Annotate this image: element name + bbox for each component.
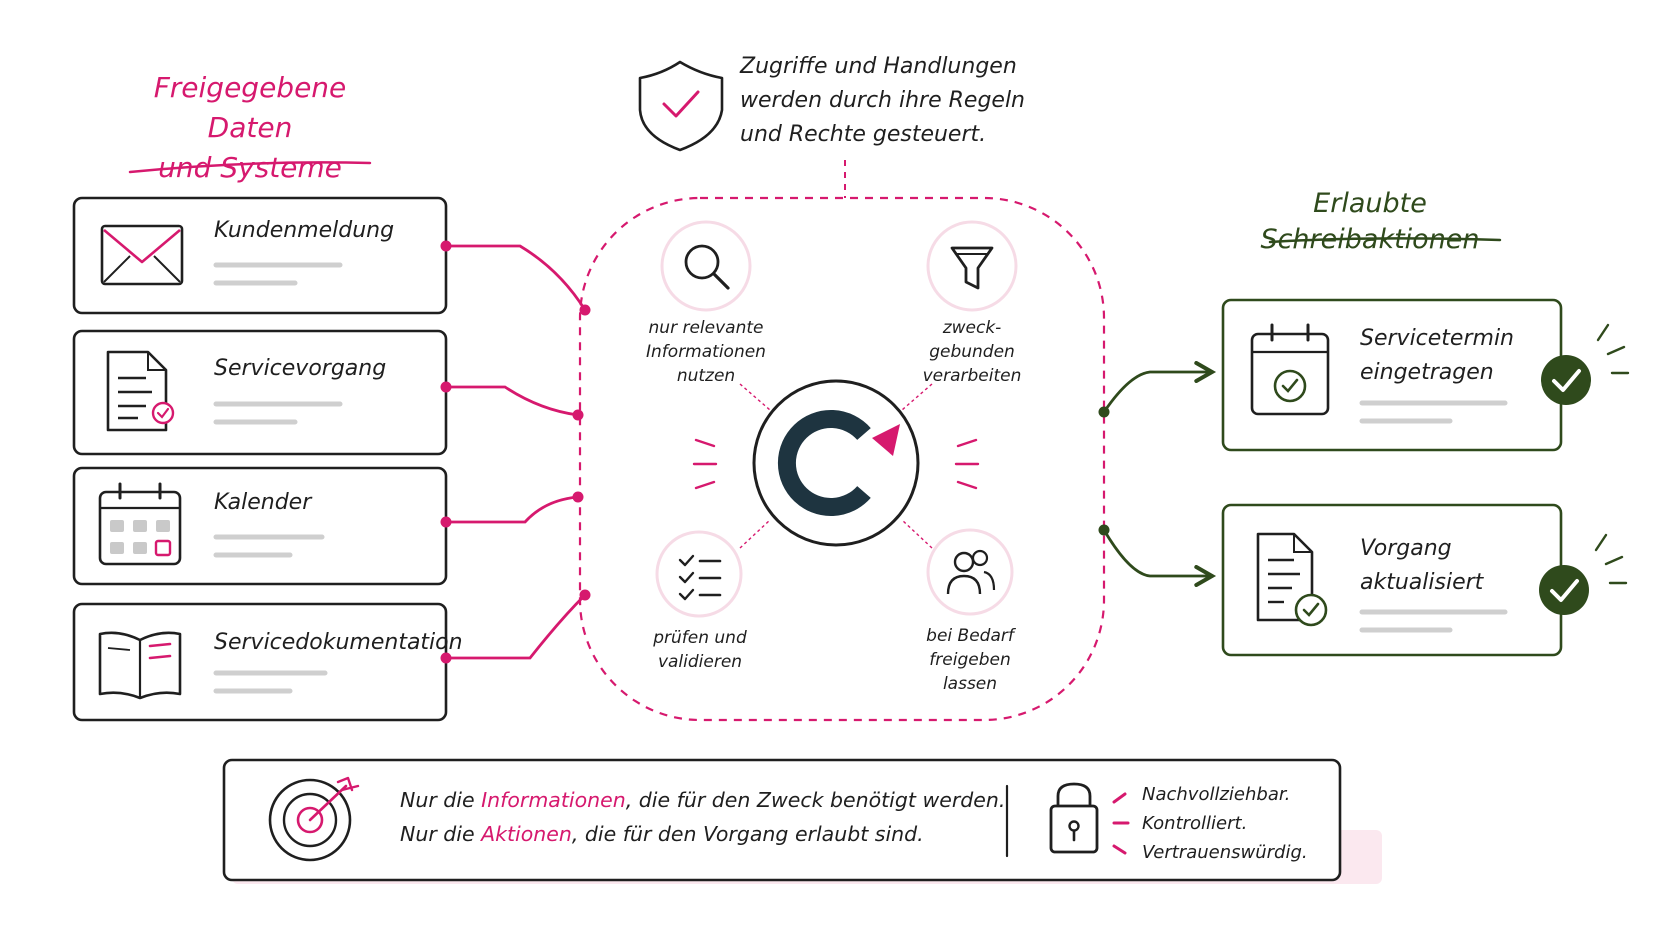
shield-check-icon — [638, 60, 724, 152]
footer-line1-before: Nur die — [400, 788, 482, 812]
open-book-icon — [98, 631, 182, 700]
source-label-servicedokumentation: Servicedokumentation — [214, 630, 463, 655]
agent-boundary — [578, 196, 1106, 722]
source-label-kundenmeldung: Kundenmeldung — [214, 218, 395, 243]
principle-validate: prüfen und validieren — [620, 626, 780, 674]
funnel-icon — [926, 220, 1018, 312]
padlock-icon — [1049, 782, 1099, 854]
document-check-icon — [106, 350, 175, 432]
calendar-check-icon — [1250, 323, 1330, 416]
principle-purpose-bound: zweck- gebunden verarbeiten — [892, 316, 1052, 388]
footer-statement-actions: Nur die Aktionen, die für den Vorgang er… — [400, 822, 924, 846]
footer-line1-highlight: Informationen — [481, 788, 626, 812]
sources-title-line-2: und Systeme — [158, 151, 342, 184]
target-connectors — [1098, 361, 1217, 587]
principle-approval-line-2: freigeben — [929, 650, 1011, 670]
header-note-line-1: Zugriffe und Handlungen — [740, 54, 1017, 79]
checklist-icon — [655, 530, 743, 618]
target-label-servicetermin: Servicetermin eingetragen — [1360, 322, 1514, 390]
envelope-icon — [100, 224, 184, 286]
source-box-kalender — [72, 466, 448, 586]
footer-line2-before: Nur die — [400, 822, 482, 846]
header-note-line-2: werden durch ihre Regeln — [740, 88, 1026, 113]
header-note-line-3: und Rechte gesteuert. — [740, 122, 987, 147]
success-check-icon — [1539, 533, 1628, 615]
footer-line2-highlight: Aktionen — [481, 822, 572, 846]
principle-purpose-bound-line-2: gebunden — [929, 342, 1015, 362]
trust-controlled: Kontrolliert. — [1142, 813, 1248, 834]
emphasis-ticks — [692, 438, 980, 490]
target-label-servicetermin-line-1: Servicetermin — [1360, 326, 1514, 351]
source-label-kalender: Kalender — [214, 490, 312, 515]
agent-logo-icon — [752, 379, 920, 547]
principle-purpose-bound-line-1: zweck- — [942, 318, 1002, 338]
sources-title-underline — [128, 161, 372, 174]
principle-validate-line-2: validieren — [657, 652, 743, 672]
target-label-vorgang-line-1: Vorgang — [1360, 536, 1452, 561]
principle-approval-line-1: bei Bedarf — [926, 626, 1014, 646]
source-connectors — [440, 240, 591, 664]
calendar-icon — [98, 482, 182, 566]
source-box-servicedokumentation — [72, 602, 448, 722]
source-label-servicevorgang: Servicevorgang — [214, 356, 387, 381]
target-label-vorgang-line-2: aktualisiert — [1360, 570, 1484, 595]
source-box-kundenmeldung — [72, 196, 448, 315]
footer-line1-after: , die für den Zweck benötigt werden. — [625, 788, 1006, 812]
sources-title: Freigegebene Daten und Systeme — [110, 68, 390, 188]
trust-trustworthy: Vertrauenswürdig. — [1142, 842, 1308, 863]
target-arrow-icon — [268, 776, 360, 862]
people-icon — [926, 528, 1014, 616]
principle-validate-line-1: prüfen und — [653, 628, 747, 648]
document-check-icon — [1256, 532, 1328, 627]
principle-approval-line-3: lassen — [942, 674, 998, 694]
targets-title: Erlaubte Schreibaktionen — [1260, 188, 1480, 255]
principle-relevant-info-line-2: Informationen — [646, 342, 766, 362]
target-label-servicetermin-line-2: eingetragen — [1360, 360, 1494, 385]
trust-traceable: Nachvollziehbar. — [1142, 784, 1291, 805]
principle-relevant-info-line-1: nur relevante — [648, 318, 764, 338]
principle-approval: bei Bedarf freigeben lassen — [890, 624, 1050, 696]
targets-title-underline — [1268, 237, 1502, 244]
principle-relevant-info-line-3: nutzen — [676, 366, 736, 386]
core-spokes — [739, 383, 933, 549]
trust-bullets — [1112, 792, 1130, 855]
header-note: Zugriffe und Handlungen werden durch ihr… — [740, 50, 1040, 152]
target-label-vorgang: Vorgang aktualisiert — [1360, 532, 1483, 600]
principle-purpose-bound-line-3: verarbeiten — [922, 366, 1022, 386]
footer-line2-after: , die für den Vorgang erlaubt sind. — [571, 822, 924, 846]
success-check-icon — [1541, 323, 1630, 405]
principle-relevant-info: nur relevante Informationen nutzen — [626, 316, 786, 388]
magnifier-icon — [660, 220, 752, 312]
sources-title-line-1: Freigegebene Daten — [153, 71, 347, 144]
footer-statement-information: Nur die Informationen, die für den Zweck… — [400, 788, 1005, 812]
